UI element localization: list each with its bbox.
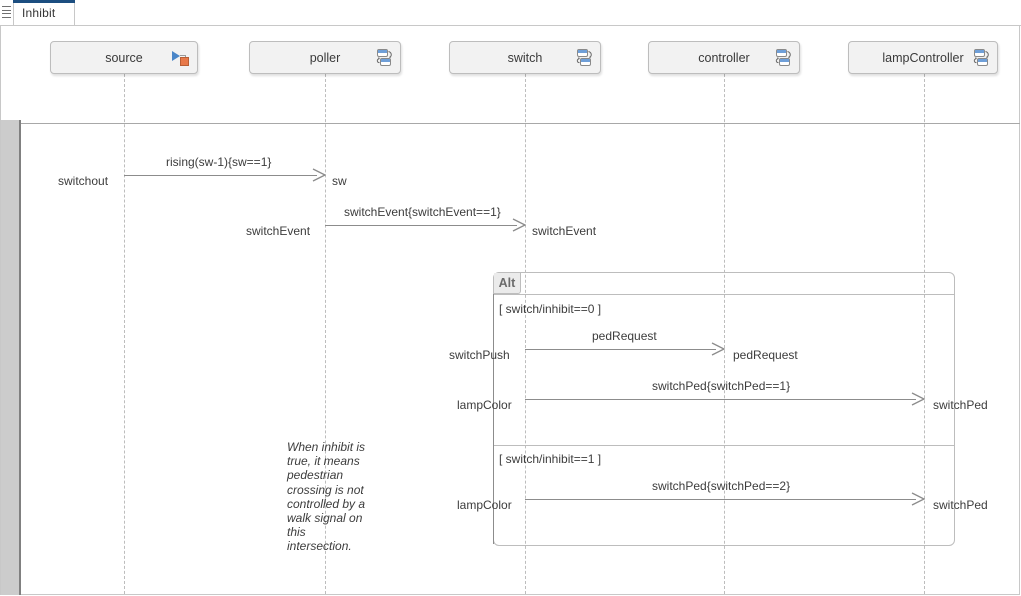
message-target-port-2: pedRequest <box>733 348 798 362</box>
message-arrow-0[interactable] <box>124 175 317 176</box>
alt-guard-0: [ switch/inhibit==0 ] <box>499 302 602 316</box>
lifeline-head-lampcontroller[interactable]: lampController <box>848 41 998 74</box>
tab-strip-filler <box>75 0 1020 26</box>
lifeline-head-poller[interactable]: poller <box>249 41 401 74</box>
statechart-icon <box>971 48 991 68</box>
lifeline-head-switch[interactable]: switch <box>449 41 601 74</box>
tab-inhibit[interactable] <box>13 0 75 26</box>
statechart-icon <box>574 48 594 68</box>
source-block-icon <box>171 48 191 68</box>
lifeline-head-source-label: source <box>105 50 143 65</box>
lifeline-poller <box>325 74 326 594</box>
message-source-port-0: switchout <box>58 174 109 188</box>
message-target-port-3: switchPed <box>933 398 988 412</box>
diagram-note[interactable]: When inhibit is true, it means pedestria… <box>287 440 366 554</box>
tab-inhibit-label: Inhibit <box>22 6 56 20</box>
lifeline-switch <box>525 74 526 594</box>
message-label-1: switchEvent{switchEvent==1} <box>344 205 501 219</box>
message-label-0: rising(sw-1){sw==1} <box>166 155 272 169</box>
message-source-port-1: switchEvent <box>246 224 311 238</box>
message-label-3: switchPed{switchPed==1} <box>652 379 791 393</box>
alt-operand-divider <box>494 445 954 446</box>
tab-bar: Inhibit <box>0 0 1021 26</box>
message-target-port-1: switchEvent <box>532 224 597 238</box>
message-arrow-4[interactable] <box>525 499 916 500</box>
lifeline-lampcontroller <box>924 74 925 594</box>
lifeline-head-controller-label: controller <box>698 50 750 65</box>
hamburger-icon[interactable] <box>2 5 12 19</box>
statechart-icon <box>773 48 793 68</box>
message-arrow-1[interactable] <box>325 225 517 226</box>
message-arrow-2[interactable] <box>525 349 716 350</box>
activation-bar-switch <box>493 294 494 544</box>
message-target-port-4: switchPed <box>933 498 988 512</box>
message-arrow-3[interactable] <box>525 399 916 400</box>
message-target-port-0: sw <box>332 174 347 188</box>
lifeline-controller <box>724 74 725 594</box>
lifeline-head-source[interactable]: source <box>50 41 198 74</box>
left-gutter[interactable] <box>1 120 19 595</box>
message-source-port-2: switchPush <box>449 348 510 362</box>
combined-fragment-operator: Alt <box>494 273 521 294</box>
alt-guard-1: [ switch/inhibit==1 ] <box>499 452 602 466</box>
tab-bar-underline <box>0 25 1021 26</box>
diagram-canvas[interactable] <box>0 26 1021 596</box>
left-gutter-edge <box>19 120 21 595</box>
message-source-port-3: lampColor <box>457 398 512 412</box>
lifeline-head-controller[interactable]: controller <box>648 41 800 74</box>
lifeline-header-separator <box>21 123 1020 124</box>
statechart-icon <box>374 48 394 68</box>
alt-operator-divider <box>494 294 954 295</box>
lifeline-head-lampcontroller-label: lampController <box>882 50 964 65</box>
message-label-2: pedRequest <box>592 329 657 343</box>
lifeline-head-switch-label: switch <box>507 50 543 65</box>
lifeline-source <box>124 74 125 594</box>
message-label-4: switchPed{switchPed==2} <box>652 479 791 493</box>
tab-active-indicator <box>13 0 75 3</box>
message-source-port-4: lampColor <box>457 498 512 512</box>
lifeline-head-poller-label: poller <box>309 50 341 65</box>
